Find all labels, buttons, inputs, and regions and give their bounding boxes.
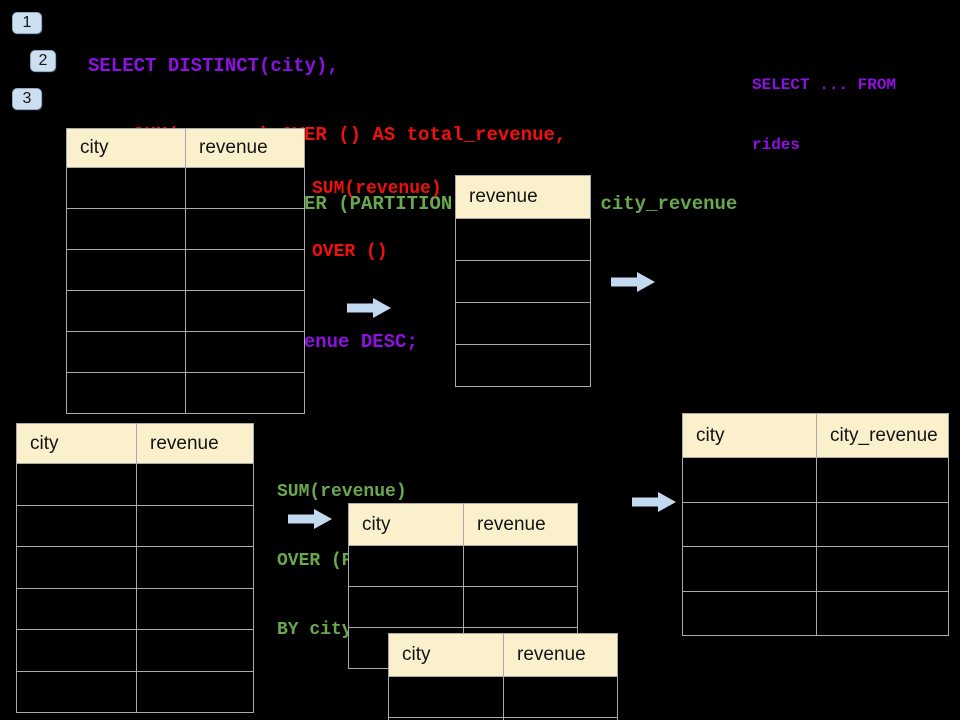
column-header: revenue xyxy=(136,423,254,464)
table-row xyxy=(66,372,305,414)
step-badge-2: 2 xyxy=(30,50,56,72)
table-row xyxy=(16,504,254,547)
column-header: revenue xyxy=(185,128,305,168)
step-badge-3: 3 xyxy=(12,88,42,110)
table-row xyxy=(16,463,254,506)
right-arrow-icon xyxy=(611,271,656,293)
table-row xyxy=(348,586,578,628)
table-row xyxy=(66,249,305,291)
table-row xyxy=(16,670,254,713)
table-partition-result: city city_revenue xyxy=(682,413,949,636)
table-row xyxy=(66,208,305,250)
table-row xyxy=(455,302,591,345)
right-arrow-icon xyxy=(347,297,392,319)
column-header: city xyxy=(388,633,504,677)
table-row xyxy=(16,629,254,672)
table-row xyxy=(16,587,254,630)
table-row xyxy=(388,717,618,720)
column-header: city xyxy=(682,413,817,458)
sql-line-select: SELECT DISTINCT(city), xyxy=(88,55,339,77)
column-header: revenue xyxy=(503,633,618,677)
column-header: city xyxy=(348,503,464,546)
annotation-line: SUM(revenue) xyxy=(277,482,407,502)
side-note-line: rides xyxy=(752,136,801,154)
table-row xyxy=(455,218,591,261)
table-row xyxy=(682,501,949,547)
table-row xyxy=(455,344,591,387)
annotation-line: OVER () xyxy=(312,242,388,262)
table-source-bottom: city revenue xyxy=(16,423,254,713)
side-note-line: SELECT ... FROM xyxy=(752,76,897,94)
sql-side-note: SELECT ... FROM rides xyxy=(752,35,896,195)
table-row xyxy=(16,546,254,589)
right-arrow-icon xyxy=(288,508,333,530)
table-row xyxy=(682,590,949,636)
table-row xyxy=(682,457,949,503)
table-row xyxy=(66,331,305,373)
table-total-result: revenue xyxy=(455,175,591,387)
table-row xyxy=(66,167,305,209)
table-row xyxy=(455,260,591,303)
right-arrow-icon xyxy=(632,491,677,513)
column-header: revenue xyxy=(463,503,578,546)
table-row xyxy=(348,545,578,587)
annotation-line: SUM(revenue) xyxy=(312,179,442,199)
annotation-total-revenue: SUM(revenue) OVER () xyxy=(312,137,442,305)
table-partition-overlay: city revenue xyxy=(388,633,618,720)
table-row xyxy=(388,676,618,718)
table-row xyxy=(682,546,949,592)
column-header: revenue xyxy=(455,175,591,219)
column-header: city xyxy=(16,423,137,464)
column-header: city xyxy=(66,128,186,168)
table-row xyxy=(66,290,305,332)
column-header: city_revenue xyxy=(816,413,949,458)
step-badge-1: 1 xyxy=(12,12,42,34)
table-source-top: city revenue xyxy=(66,128,305,414)
